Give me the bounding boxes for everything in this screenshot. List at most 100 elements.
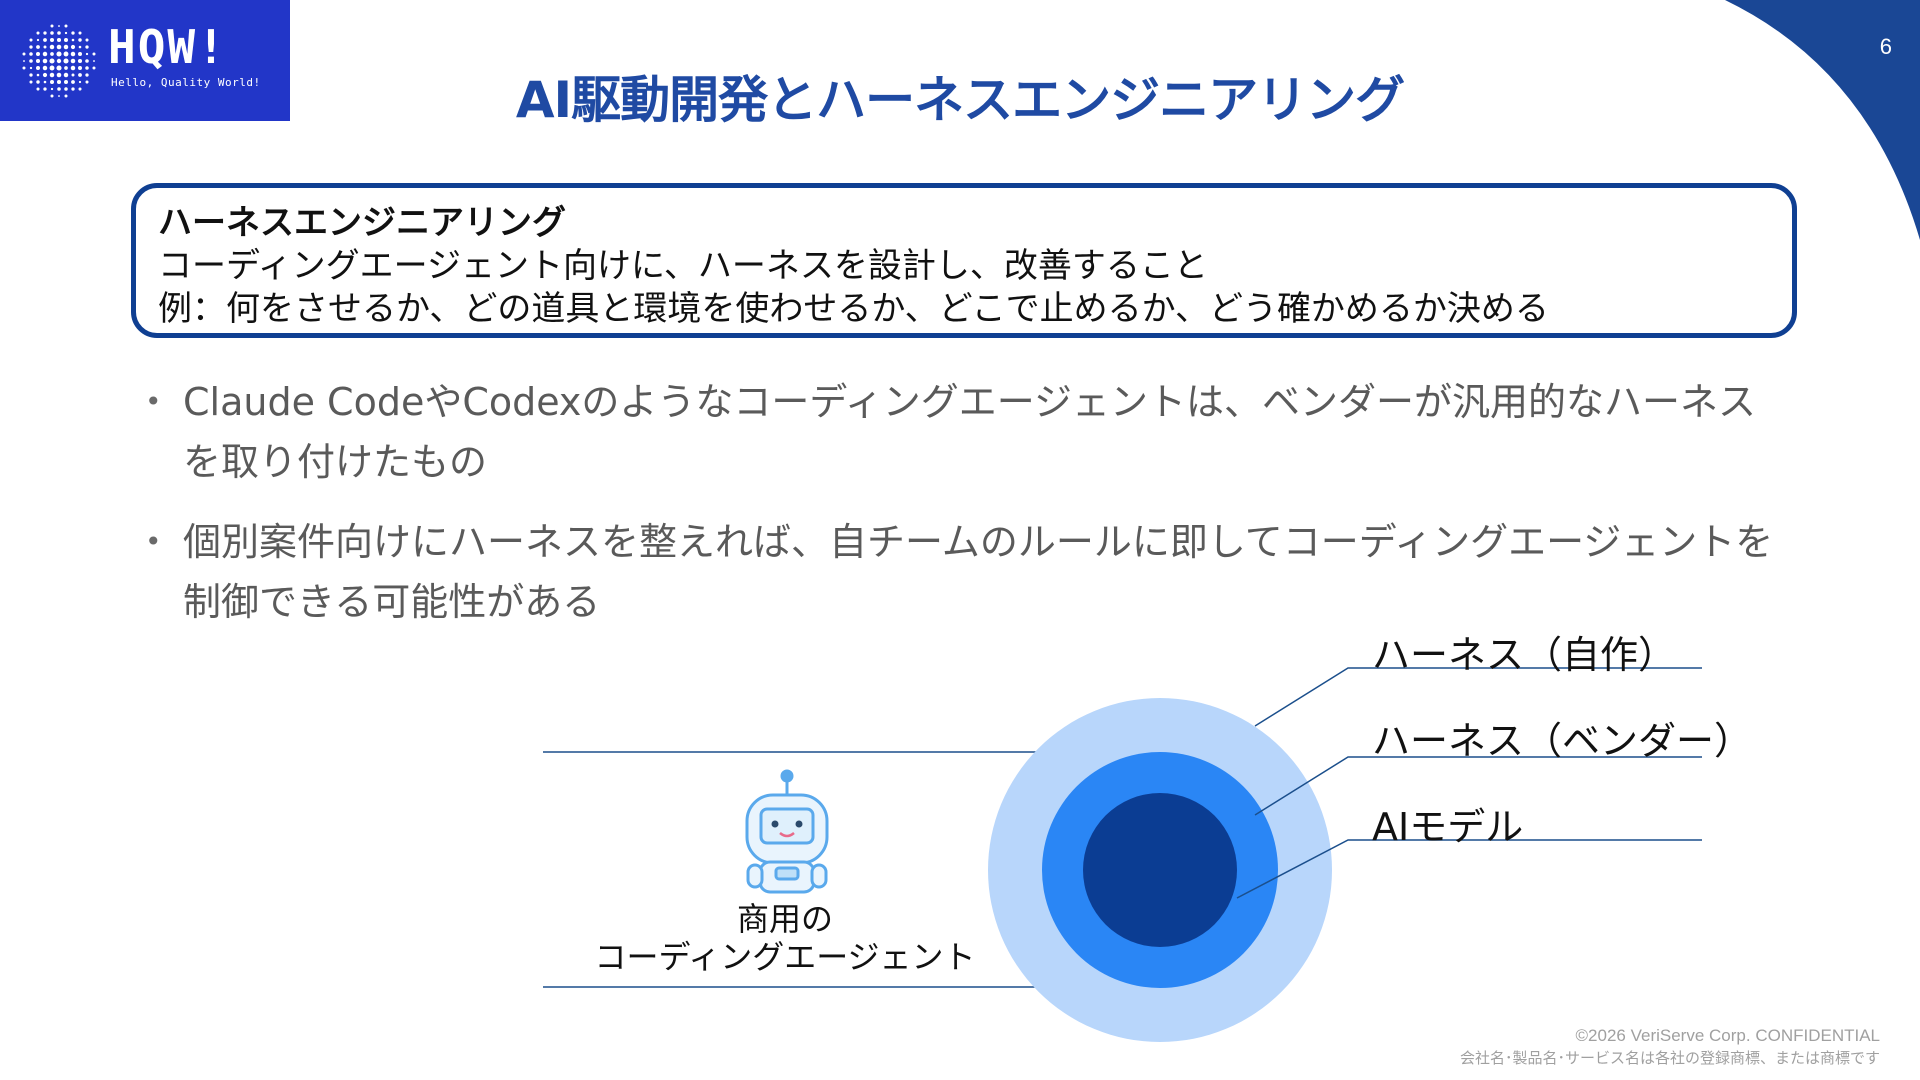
bullet-list: Claude CodeやCodexのようなコーディングエージェントは、ベンダーが…	[145, 372, 1785, 652]
logo-dot	[56, 58, 62, 64]
logo-dot	[93, 60, 95, 62]
logo-dot	[29, 45, 33, 49]
logo-dot	[36, 31, 40, 35]
ai-model-label: AIモデル	[1372, 805, 1524, 849]
logo-dot	[42, 72, 48, 78]
logo-dot	[56, 44, 62, 50]
logo-dot	[85, 59, 89, 63]
bullet-item: Claude CodeやCodexのようなコーディングエージェントは、ベンダーが…	[145, 372, 1785, 492]
logo-dot	[49, 79, 55, 85]
logo-dot	[36, 45, 40, 49]
agent-caption-line1: 商用の	[736, 900, 833, 938]
logo-dot	[85, 52, 89, 56]
logo-dot	[43, 31, 47, 35]
logo-dot	[56, 37, 62, 43]
logo-dot	[49, 72, 55, 78]
logo-dot	[57, 87, 61, 91]
logo-dot	[78, 87, 82, 91]
logo-dot	[63, 44, 69, 50]
logo-dot	[35, 65, 41, 71]
logo-dot	[43, 87, 47, 91]
logo-dot	[92, 52, 96, 56]
logo-dot	[56, 79, 62, 85]
logo-dot	[56, 72, 62, 78]
footer: ©2026 VeriServe Corp. CONFIDENTIAL 会社名･製…	[1460, 1024, 1880, 1070]
logo-dot	[85, 45, 89, 49]
robot-icon	[745, 769, 829, 894]
definition-term: ハーネスエンジニアリング	[158, 203, 566, 243]
logo-dot	[50, 87, 54, 91]
logo-tagline: Hello, Quality World!	[111, 76, 261, 89]
logo-dot	[71, 87, 75, 91]
logo-dot	[77, 65, 83, 71]
definition-description: コーディングエージェント向けに、ハーネスを設計し、改善すること	[158, 246, 1208, 286]
agent-caption-line2: コーディングエージェント	[594, 938, 976, 976]
logo-dot	[85, 66, 89, 70]
logo-dot	[36, 80, 40, 84]
outer-harness-label: ハーネス（自作）	[1372, 633, 1677, 677]
logo-dot	[92, 66, 96, 70]
logo-dot	[63, 72, 69, 78]
logo-dot	[49, 44, 55, 50]
logo-dot	[63, 51, 69, 57]
logo-dot	[50, 52, 54, 56]
logo-wordmark: HQW!	[108, 20, 227, 74]
logo-dot	[70, 65, 76, 71]
logo-dot	[57, 31, 61, 35]
logo-dot	[42, 58, 48, 64]
logo-dot	[71, 38, 75, 42]
logo-dot	[64, 31, 68, 35]
logo-dot	[56, 65, 62, 71]
logo-dot	[43, 38, 47, 42]
definition-box: ハーネスエンジニアリング コーディングエージェント向けに、ハーネスを設計し、改善…	[131, 183, 1797, 338]
logo-dot	[29, 38, 33, 42]
logo-dot	[29, 52, 33, 56]
logo-dot	[64, 66, 68, 70]
vendor-harness-leader-line	[1254, 756, 1702, 816]
logo-dot	[78, 31, 82, 35]
logo-dot	[78, 73, 82, 77]
logo-dot	[50, 31, 54, 35]
logo-dot	[78, 45, 82, 49]
logo-dot	[58, 25, 60, 27]
logo-dot	[49, 37, 55, 43]
logo-dot	[58, 95, 60, 97]
logo-dot	[29, 73, 33, 77]
slide-title: AI駆動開発とハーネスエンジニアリング	[515, 71, 1405, 129]
logo-dot	[64, 94, 68, 98]
logo-dot	[63, 58, 69, 64]
logo-dot	[22, 52, 26, 56]
logo-dot	[63, 79, 69, 85]
trademark-notice: 会社名･製品名･サービス名は各社の登録商標、または商標です	[1459, 1050, 1880, 1067]
logo-dot	[64, 24, 68, 28]
logo-dot	[29, 59, 33, 63]
logo-dot	[22, 66, 26, 70]
logo-dot	[77, 51, 83, 57]
logo-dot	[49, 65, 55, 71]
logo-dot	[85, 73, 89, 77]
logo-dot	[70, 44, 76, 50]
logo-dot	[85, 80, 89, 84]
logo-dot	[42, 65, 48, 71]
logo-dot	[36, 38, 40, 42]
logo-dot	[56, 51, 62, 57]
bullet-item: 個別案件向けにハーネスを整えれば、自チームのルールに即してコーディングエージェン…	[145, 512, 1785, 632]
logo-dot	[70, 51, 76, 57]
logo-dot	[85, 38, 89, 42]
definition-example: 例：何をさせるか、どの道具と環境を使わせるか、どこで止めるか、どう確かめるか決め…	[158, 289, 1549, 329]
logo-dot	[70, 58, 76, 64]
logo-dot	[35, 51, 41, 57]
logo-dot	[63, 37, 69, 43]
logo-dot	[43, 80, 47, 84]
logo-dot-globe-icon	[22, 24, 96, 98]
logo-dot	[71, 73, 75, 77]
logo-dot	[29, 80, 33, 84]
ai-model-circle	[1083, 793, 1237, 947]
logo-dot	[71, 31, 75, 35]
logo-dot	[71, 80, 75, 84]
logo-dot	[50, 24, 54, 28]
logo-dot	[78, 38, 82, 42]
logo-dot	[50, 94, 54, 98]
